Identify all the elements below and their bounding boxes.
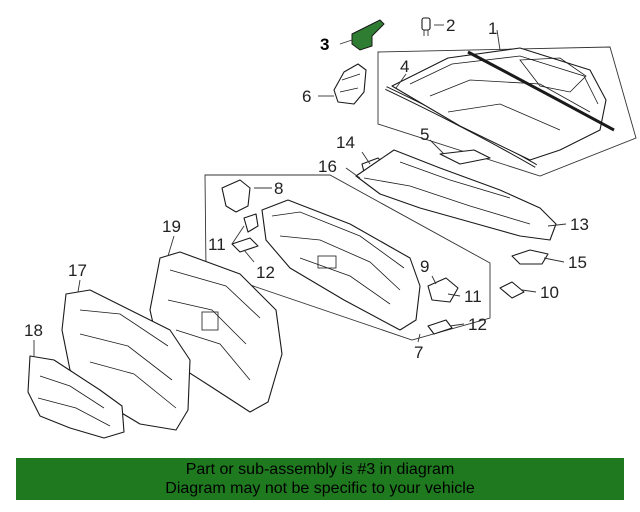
callout-12-left: 12 [256, 263, 275, 282]
part-6-bracket [333, 63, 367, 105]
callout-14: 14 [336, 133, 355, 152]
callout-5: 5 [420, 125, 429, 144]
part-9-bracket [427, 277, 459, 303]
callout-18: 18 [24, 321, 43, 340]
callout-15: 15 [568, 253, 587, 272]
part-5-seal [439, 149, 491, 165]
part-15-bracket [511, 249, 549, 265]
part-11-clip-left [243, 213, 259, 233]
callout-13-text: 13 [570, 215, 589, 234]
leader-lines [33, 24, 567, 356]
part-1-cowl-panel [391, 47, 615, 161]
callout-11-right: 11 [464, 287, 482, 306]
part-8-bracket [221, 179, 251, 213]
callout-12-right-text: 12 [468, 315, 487, 334]
callout-16: 16 [318, 157, 337, 176]
callout-9: 9 [420, 257, 429, 276]
part-12-plate-right [427, 319, 453, 335]
banner-line-2: Diagram may not be specific to your vehi… [165, 480, 475, 497]
callout-3: 3 [320, 35, 329, 54]
banner-line-1: Part or sub-assembly is #3 in diagram [185, 461, 455, 478]
parts-diagram: 3 2 1 4 6 5 14 16 8 19 11 12 17 18 12 11… [24, 16, 637, 439]
part-13-16-cowl-bar [355, 149, 557, 241]
callout-6: 6 [302, 87, 311, 106]
callout-10: 10 [540, 283, 559, 302]
callout-11-left: 11 [208, 235, 226, 254]
callout-19: 19 [162, 217, 181, 236]
info-banner: Part or sub-assembly is #3 in diagram Di… [16, 458, 624, 500]
callout-8: 8 [274, 179, 283, 198]
callout-17: 17 [68, 261, 87, 280]
part-18-insulator [27, 355, 125, 439]
callout-2: 2 [446, 16, 455, 35]
part-7-cowl-lower [261, 199, 421, 331]
callout-7: 7 [414, 343, 423, 362]
part-12-plate-left [231, 237, 259, 253]
part-2-clip [421, 17, 431, 36]
part-10-strip [499, 281, 525, 299]
part-17-silencer [61, 289, 191, 431]
frame-group-1 [377, 46, 637, 177]
callout-1: 1 [488, 19, 497, 38]
callout-4: 4 [400, 57, 409, 76]
part-3-highlighted [351, 19, 385, 51]
